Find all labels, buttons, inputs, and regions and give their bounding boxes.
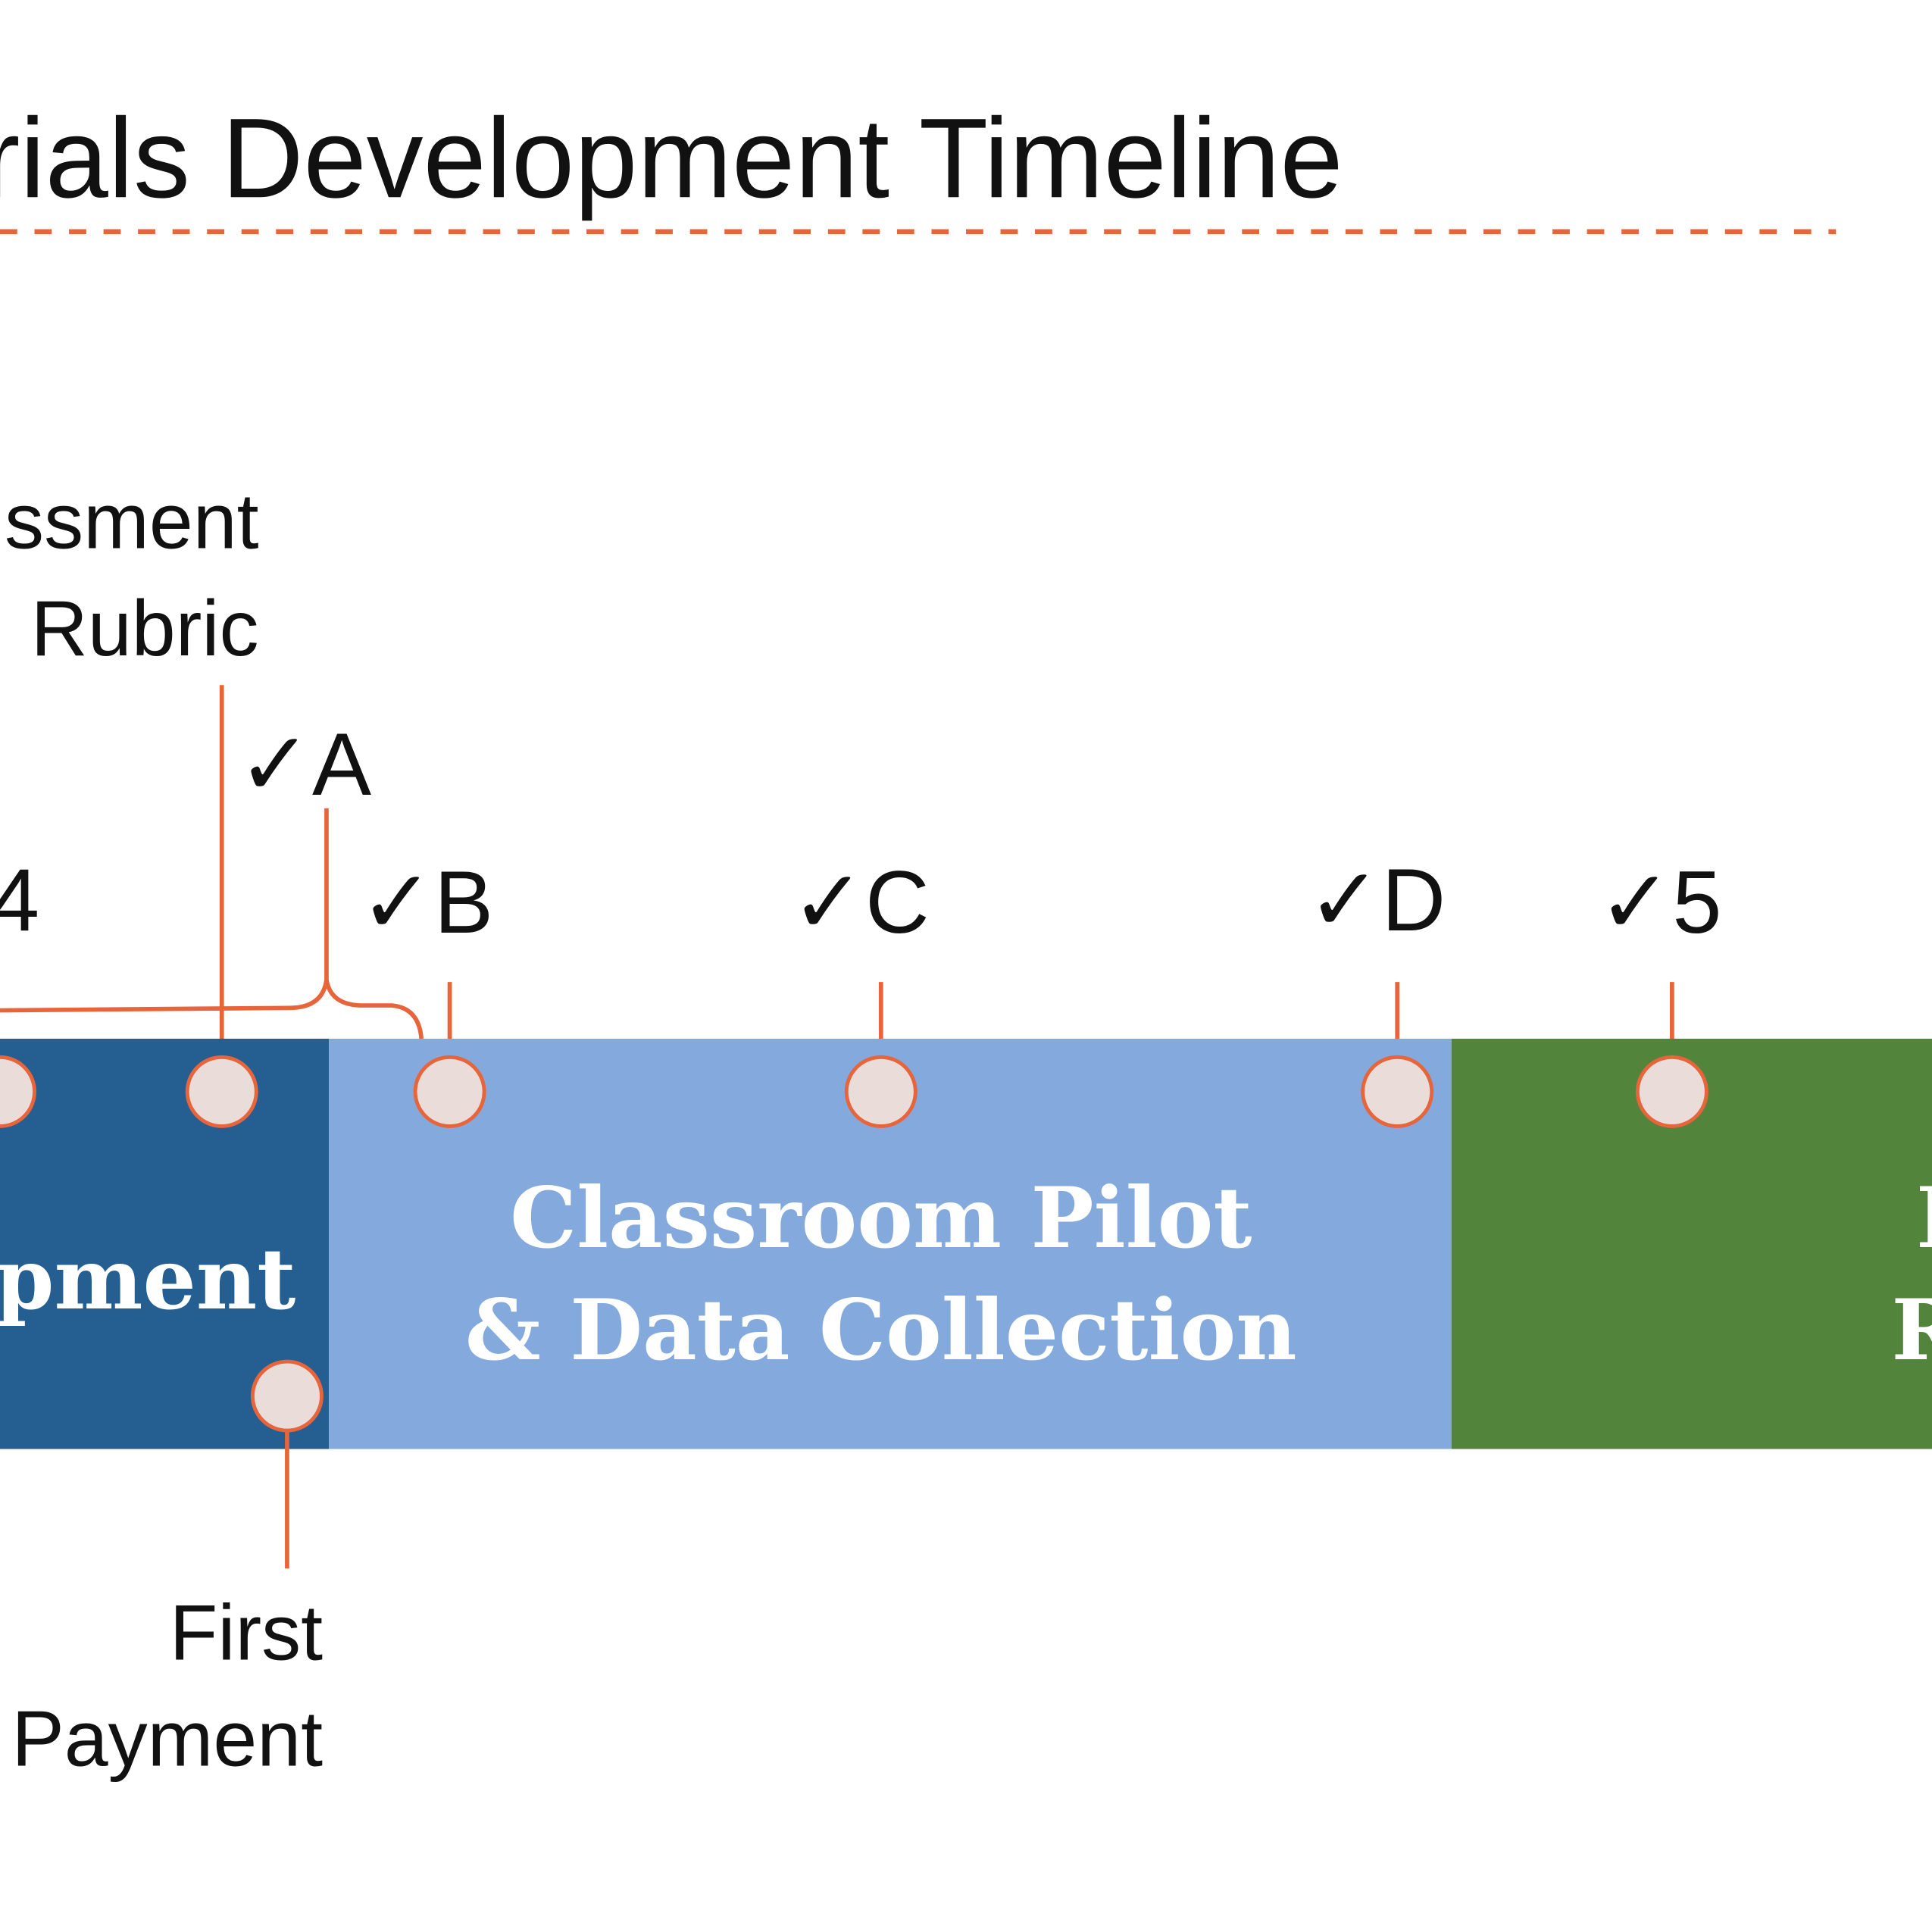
milestone-4-dot <box>0 1055 36 1128</box>
phase-development-label: opment <box>0 1230 295 1329</box>
phase-pilot-label-line2: & Data Collection <box>465 1281 1297 1380</box>
phase-brace <box>0 979 424 1039</box>
assessment-dot <box>185 1055 258 1128</box>
milestone-4-label: 4 <box>0 850 39 949</box>
milestone-5-label: ✓5 <box>1598 852 1721 952</box>
first-payment-label-line1: First <box>170 1590 323 1677</box>
milestone-5-dot <box>1635 1055 1708 1128</box>
phase-final-label-line2: R <box>1891 1281 1932 1380</box>
milestone-d-label: ✓D <box>1307 850 1446 949</box>
milestone-b-label: ✓B <box>360 852 493 952</box>
first-payment-dot <box>250 1359 324 1433</box>
assessment-label-line2: Rubric <box>31 585 259 673</box>
first-payment-label-line2: Payment <box>11 1695 323 1783</box>
phase-final-label-line1: I <box>1916 1169 1932 1268</box>
milestone-c-label: ✓C <box>791 852 930 952</box>
milestone-d-dot <box>1361 1055 1434 1128</box>
milestone-a-label: ✓A <box>238 714 371 814</box>
phase-pilot-label-line1: Classroom Pilot <box>510 1169 1252 1268</box>
milestone-c-dot <box>844 1055 918 1128</box>
milestone-b-dot <box>413 1055 486 1128</box>
diagram-title: rials Development Timeline <box>0 95 1343 221</box>
assessment-label-line1: ssment <box>5 478 259 566</box>
